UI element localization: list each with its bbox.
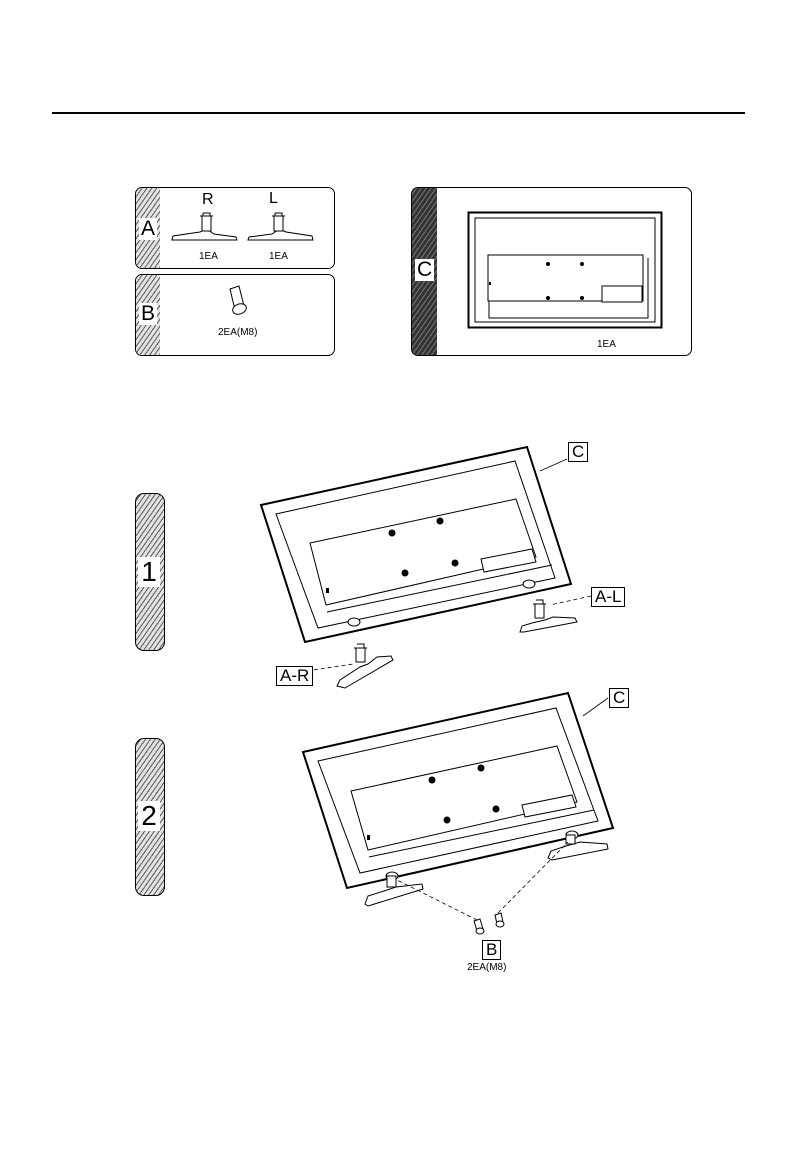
step-2-callout-b: B [482,940,501,960]
step-2-callout-c: C [609,688,629,708]
step-2-screws-qty: 2EA(M8) [467,962,506,973]
